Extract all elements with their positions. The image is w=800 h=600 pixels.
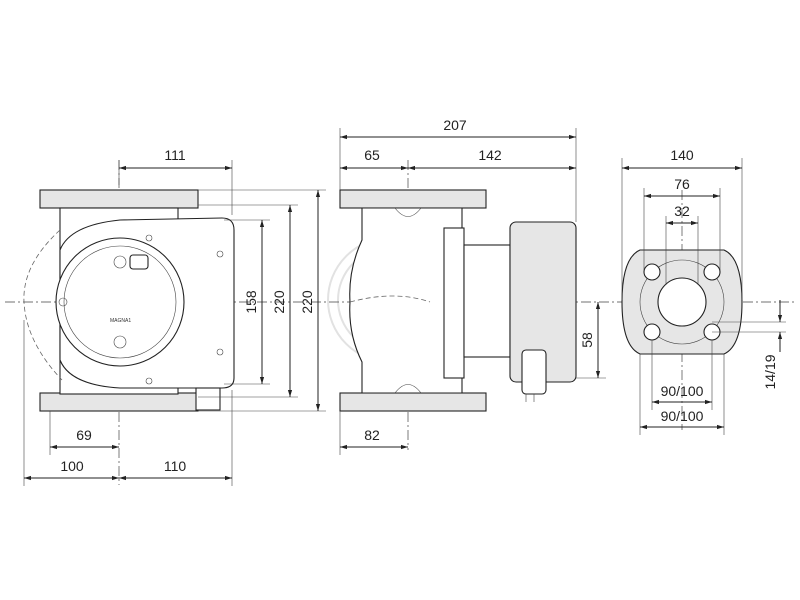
side-motor-flange [443,227,465,379]
flange-bore [657,277,707,327]
screw-icon [145,377,153,385]
screw-icon [216,250,224,258]
flange-pcd-circle [639,259,725,345]
dim-207-label: 207 [443,117,467,133]
front-display [129,254,149,270]
dim-65-label: 65 [364,147,380,163]
front-bottom-flange [39,392,199,412]
front-top-flange [39,189,199,209]
screw-icon [58,297,68,307]
dim-90-100-outer-label: 90/100 [661,408,704,424]
front-motor-circle [55,237,185,367]
screw-icon [145,234,153,242]
dim-76-label: 76 [674,176,690,192]
side-connector [521,349,547,395]
front-view: MAGNA1 111 158 220 220 69 100 110 [23,147,326,486]
dim-220-mid-label: 220 [271,290,287,314]
bolt-hole-icon [703,263,721,281]
dim-110-label: 110 [164,458,187,474]
dim-111-label: 111 [164,147,185,163]
side-motor [463,244,511,358]
dim-32-label: 32 [674,203,690,219]
bolt-hole-icon [643,263,661,281]
dim-220-outer-label: 220 [299,290,315,314]
front-connector [195,387,221,411]
dim-158-label: 158 [243,290,259,314]
dim-100-label: 100 [60,458,84,474]
dim-142-label: 142 [478,147,502,163]
front-inner-circle [63,245,177,359]
dim-14-19-label: 14/19 [762,354,778,389]
side-top-flange [339,189,487,209]
side-bottom-flange [339,392,487,412]
bolt-hole-icon [643,323,661,341]
dim-69-label: 69 [76,427,92,443]
dim-82-label: 82 [364,427,380,443]
screw-icon [216,348,224,356]
side-view: 207 65 142 58 82 [339,117,606,455]
front-knob [113,255,127,269]
dim-140-label: 140 [670,147,694,163]
front-pump-outline [23,229,63,381]
dim-58-label: 58 [579,332,595,348]
dim-90-100-inner-label: 90/100 [661,383,704,399]
front-logo-text: MAGNA1 [110,318,131,324]
flange-view: 140 76 32 14/19 90/100 90/100 [621,147,786,435]
front-knob-bottom [113,335,127,349]
